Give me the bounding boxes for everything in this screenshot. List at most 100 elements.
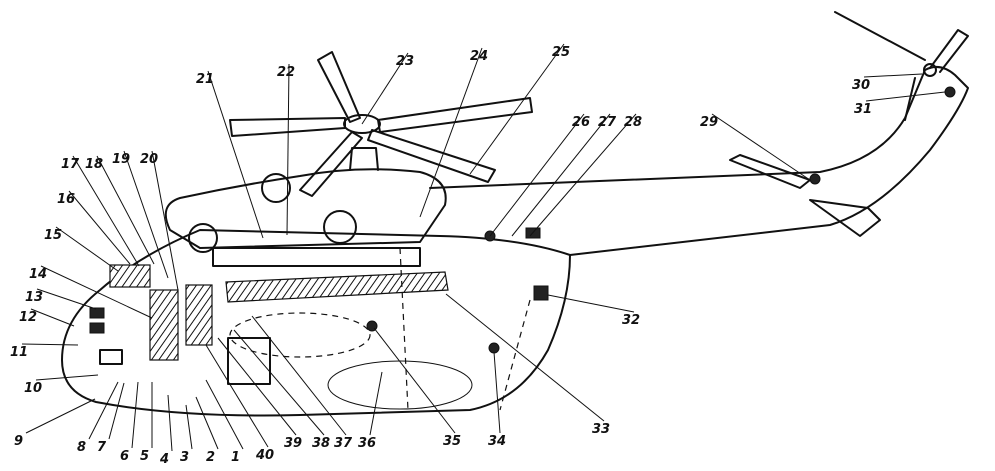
fuselage <box>61 229 571 417</box>
callout-label-18: 18 <box>85 157 103 172</box>
callout-label-16: 16 <box>57 192 75 207</box>
engine-intake-right <box>323 210 357 244</box>
leader-line-9 <box>25 398 96 434</box>
callout-label-2: 2 <box>206 450 215 465</box>
main-rotor-blade-2 <box>377 97 533 133</box>
callout-label-11: 11 <box>10 345 28 360</box>
callout-label-32: 32 <box>622 313 640 328</box>
callout-label-21: 21 <box>196 72 214 87</box>
cockpit-window <box>185 284 213 346</box>
leader-line-12 <box>30 308 75 327</box>
callout-label-30: 30 <box>852 78 870 93</box>
leader-line-3 <box>185 404 193 450</box>
leader-line-38 <box>233 329 325 436</box>
leader-line-8 <box>88 381 119 440</box>
rotor-mast <box>349 147 379 171</box>
leader-line-34 <box>493 351 501 434</box>
fuel-tank <box>327 360 473 410</box>
leader-line-11 <box>21 343 79 346</box>
tail-rotor <box>834 11 969 121</box>
callout-label-22: 22 <box>277 65 295 80</box>
callout-label-14: 14 <box>29 267 47 282</box>
leader-line-7 <box>108 382 125 440</box>
callout-label-5: 5 <box>140 449 149 464</box>
leader-line-22 <box>286 63 290 236</box>
callout-label-20: 20 <box>140 152 158 167</box>
callout-label-37: 37 <box>334 436 353 451</box>
callout-label-15: 15 <box>44 228 62 243</box>
callout-label-31: 31 <box>854 102 872 117</box>
main-rotor-blade-4 <box>367 129 496 183</box>
main-rotor-blade-5 <box>299 131 363 197</box>
leader-line-35 <box>373 327 456 434</box>
exhaust <box>261 173 291 203</box>
leader-line-17 <box>72 155 140 267</box>
leader-line-29 <box>711 113 811 181</box>
callout-label-25: 25 <box>552 45 570 60</box>
point-29 <box>809 173 821 185</box>
callout-label-9: 9 <box>14 434 23 449</box>
leader-line-16 <box>68 190 131 265</box>
tail-rotor-hub <box>923 63 937 77</box>
callout-label-8: 8 <box>77 440 86 455</box>
leader-line-23 <box>361 52 409 125</box>
stabilizer-lower <box>809 199 881 237</box>
callout-label-10: 10 <box>24 381 42 396</box>
cargo-outline <box>229 312 371 358</box>
nose-vent-2 <box>89 322 105 334</box>
callout-label-24: 24 <box>470 49 488 64</box>
leader-line-25 <box>469 43 565 175</box>
rear-door-outline <box>399 247 531 411</box>
leader-line-31 <box>865 91 946 102</box>
louver-block <box>109 264 151 288</box>
engine-cowling <box>164 168 447 249</box>
leader-line-14 <box>40 265 153 319</box>
callout-label-12: 12 <box>19 310 37 325</box>
callout-label-6: 6 <box>120 449 129 464</box>
leader-line-2 <box>195 396 219 450</box>
leader-line-32 <box>547 294 635 313</box>
leader-line-26 <box>489 113 585 237</box>
engine-intake-left <box>188 223 218 253</box>
leader-line-39 <box>217 337 297 436</box>
cockpit-door <box>149 289 179 361</box>
callout-label-38: 38 <box>312 436 330 451</box>
side-panel-upper <box>212 247 421 267</box>
leader-line-21 <box>207 70 264 239</box>
callout-label-36: 36 <box>358 436 376 451</box>
hatched-strip <box>225 271 449 303</box>
leader-line-4 <box>167 394 173 452</box>
leader-line-24 <box>419 47 483 218</box>
callout-label-4: 4 <box>159 452 169 467</box>
main-rotor-blade-3 <box>317 51 361 123</box>
tail-box-32 <box>533 285 549 301</box>
leader-line-30 <box>863 73 923 78</box>
tail-boom <box>429 65 969 256</box>
main-rotor-blade-1 <box>229 117 346 137</box>
callout-label-17: 17 <box>61 157 80 172</box>
leader-line-36 <box>369 371 383 436</box>
leader-line-15 <box>55 226 119 272</box>
callout-label-35: 35 <box>443 434 461 449</box>
nose-panel <box>99 349 123 365</box>
leader-line-19 <box>123 150 169 279</box>
callout-label-29: 29 <box>700 115 718 130</box>
point-31 <box>944 86 956 98</box>
callout-label-1: 1 <box>231 450 240 465</box>
callout-label-13: 13 <box>25 290 43 305</box>
leader-line-33 <box>445 293 605 422</box>
leader-line-10 <box>35 374 99 381</box>
leader-line-37 <box>251 315 347 436</box>
leader-line-20 <box>151 150 179 291</box>
rotor-hub <box>343 114 381 134</box>
leader-line-40 <box>205 344 269 448</box>
leader-line-18 <box>96 155 155 265</box>
callout-label-28: 28 <box>624 115 642 130</box>
leader-line-27 <box>511 113 611 237</box>
callout-label-7: 7 <box>97 440 107 455</box>
leader-line-1 <box>205 379 244 450</box>
leader-line-6 <box>131 381 139 449</box>
leader-line-13 <box>36 288 97 310</box>
